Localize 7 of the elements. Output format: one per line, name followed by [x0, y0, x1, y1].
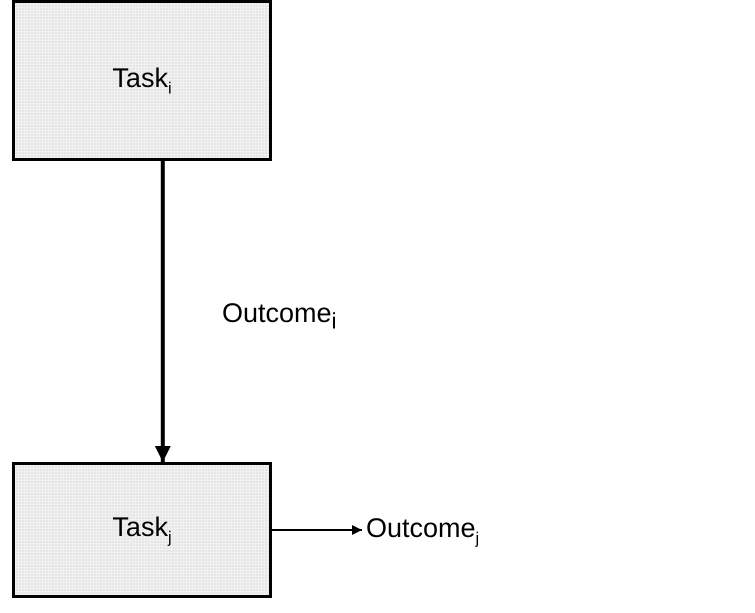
- arrow: [272, 525, 362, 535]
- arrow: [154, 161, 171, 462]
- process-box: [12, 462, 272, 598]
- node-label: Outcome$_{j}$: [366, 513, 480, 549]
- box-label: Task$_{j}$: [112, 512, 172, 548]
- box-label: Task$_{i}$: [112, 62, 172, 98]
- process-box: [12, 0, 272, 161]
